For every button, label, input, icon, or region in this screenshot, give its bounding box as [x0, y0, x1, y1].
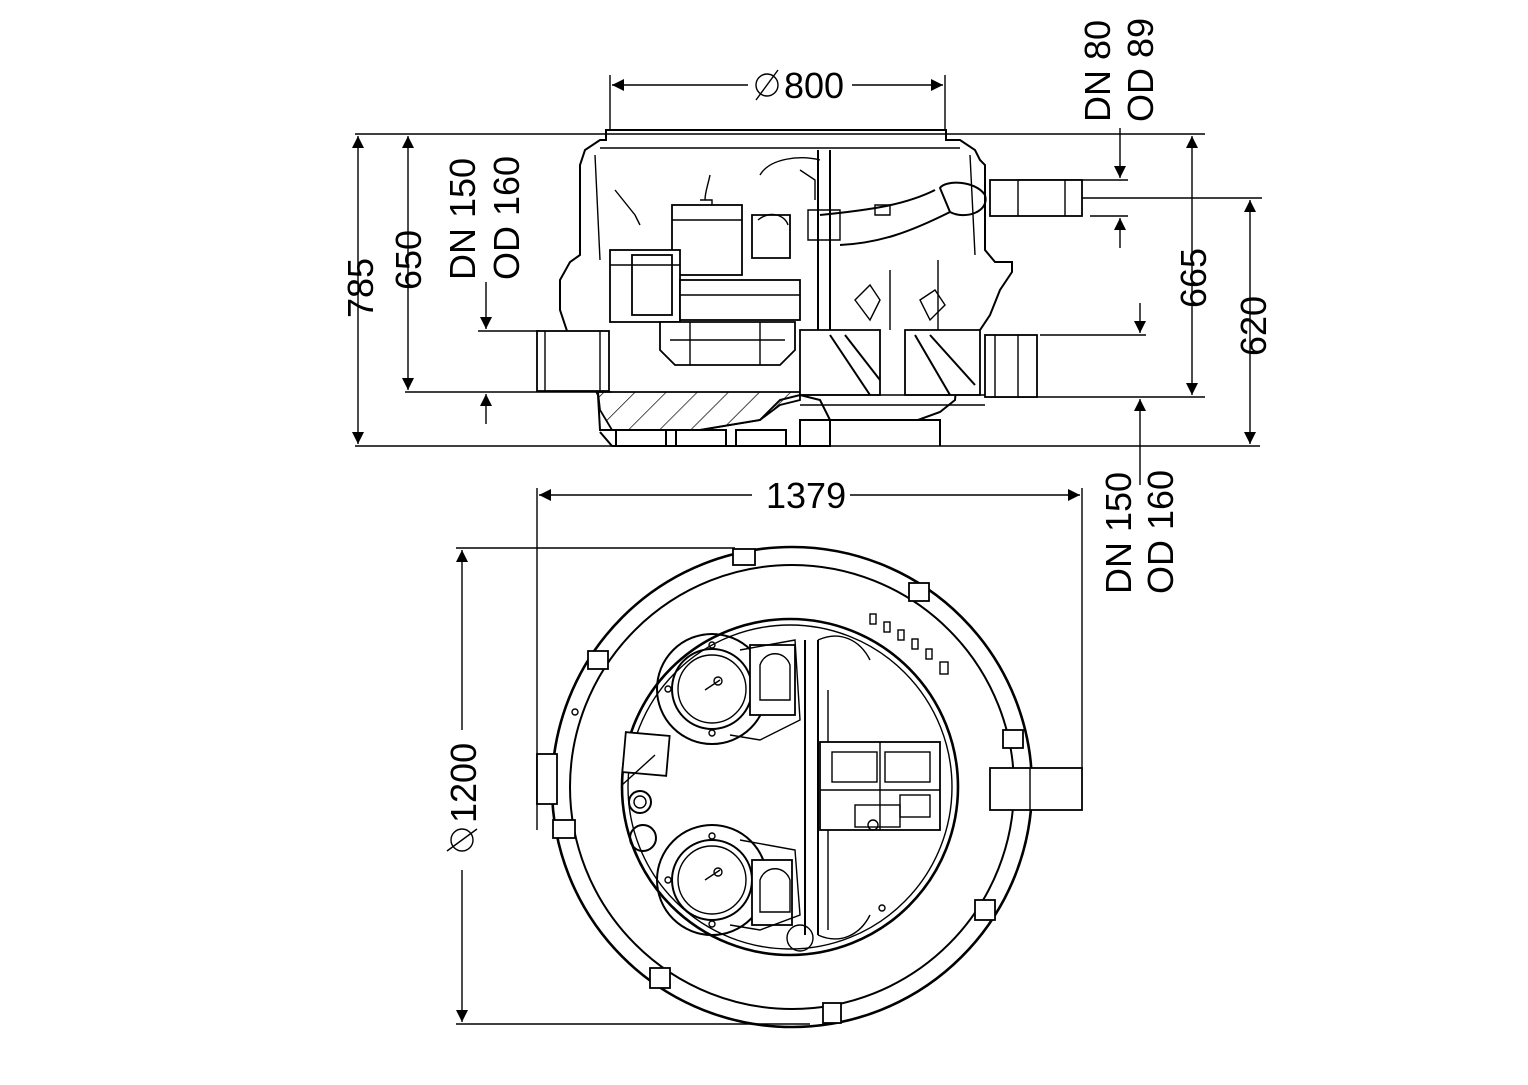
dim-height-inlet-left: 650	[388, 230, 429, 290]
rim-marks	[571, 613, 949, 912]
pump-bottom	[656, 824, 814, 952]
gear-fitting-icon	[628, 790, 652, 814]
dim-overall-width: 1379	[766, 475, 846, 516]
diameter-symbol-left-icon	[446, 828, 478, 852]
dim-outlet-dn: DN 80	[1077, 20, 1118, 122]
dim-tank-diameter: 1200	[443, 743, 484, 823]
dim-height-inlet-right: 620	[1233, 296, 1274, 356]
dim-top-diameter: 800	[784, 65, 844, 106]
control-unit	[819, 741, 941, 831]
float-switch-plate	[621, 731, 671, 786]
dim-inlet-right-dn: DN 150	[1098, 472, 1139, 594]
dim-inlet-left-dn: DN 150	[442, 158, 483, 280]
diameter-symbol-top-icon	[755, 69, 779, 101]
dim-inlet-left-od: OD 160	[486, 156, 527, 280]
pump-top	[656, 633, 801, 745]
dim-outlet-od: OD 89	[1120, 18, 1161, 122]
dim-height-outlet: 665	[1173, 248, 1214, 308]
dim-height-total: 785	[340, 258, 381, 318]
tank-lugs	[552, 548, 1024, 1024]
side-elevation-view: 800 785 650 DN 150 OD 160 DN 80 OD 89 66…	[340, 18, 1274, 594]
plan-view: 1379 1200	[443, 475, 1083, 1029]
dim-inlet-right-od: OD 160	[1140, 470, 1181, 594]
